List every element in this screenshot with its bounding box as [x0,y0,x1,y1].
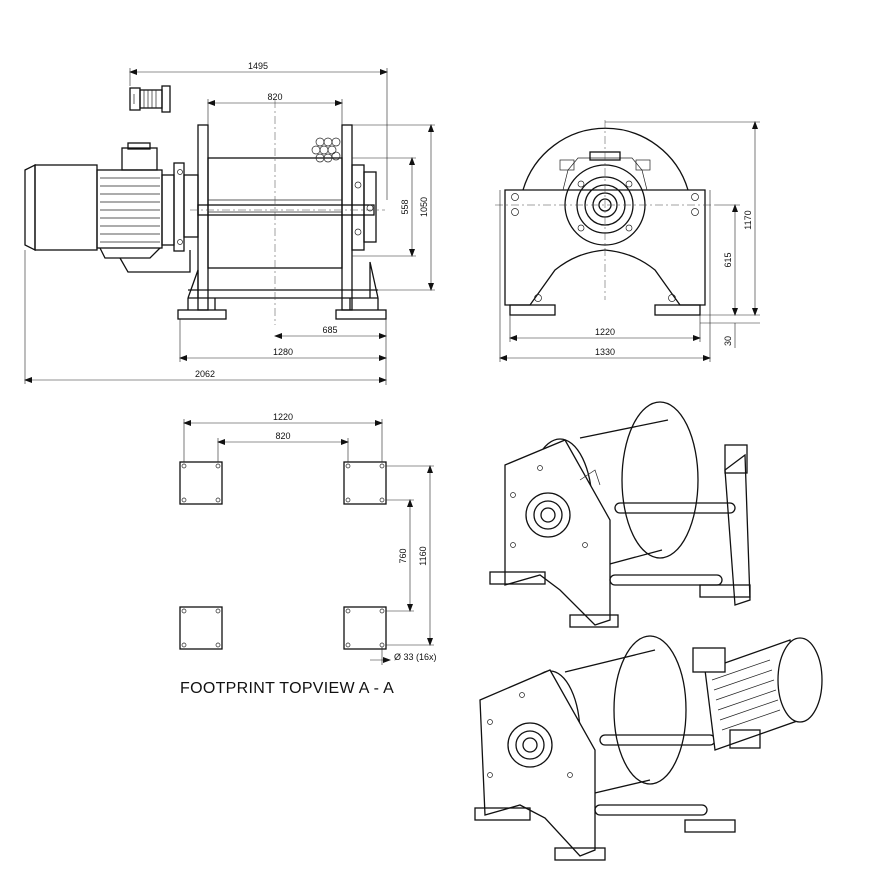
gearbox-detail [129,85,171,113]
dim-base-inner: 1220 [595,327,615,337]
foot-pad [343,461,387,505]
dim-footprint-depth-inner: 760 [398,548,408,563]
isometric-view-bottom [474,635,823,861]
dim-footprint-width-outer: 1220 [273,412,293,422]
dim-footprint-width-inner: 820 [275,431,290,441]
side-view: 1495 820 558 1050 685 1280 2062 [24,61,435,385]
dim-base-width: 1280 [273,347,293,357]
dim-drum-top: 820 [267,92,282,102]
dim-height-axis: 615 [723,252,733,267]
dim-base-right: 685 [322,325,337,335]
motor [24,142,191,273]
dim-holes: Ø 33 (16x) [394,652,437,662]
dim-flange-height: 1050 [419,197,429,217]
dim-height-total: 1170 [743,210,753,229]
isometric-view-top [489,401,751,628]
dim-overall-top: 1495 [248,61,268,71]
gear-flange [173,162,199,252]
foot-pad [343,606,387,650]
foot-pad [179,461,223,505]
foot-pad [179,606,223,650]
dim-drum-height: 558 [400,199,410,214]
side-dimensions: 1495 820 558 1050 685 1280 2062 [24,61,435,385]
footprint-view: 1220 820 760 1160 Ø 33 (16x) FOOTPRINT T… [179,412,437,697]
dim-overall-length: 2062 [195,369,215,379]
dim-foot-height: 30 [723,336,733,346]
footprint-dimensions: 1220 820 760 1160 Ø 33 (16x) [183,412,437,665]
mounting-holes [181,463,385,648]
dim-footprint-depth-outer: 1160 [418,546,428,565]
dim-base-outer: 1330 [595,347,615,357]
footprint-caption: FOOTPRINT TOPVIEW A - A [180,680,394,697]
front-view: 1170 615 30 1220 1330 [495,120,760,362]
drum-frame [177,100,387,325]
front-dimensions: 1170 615 30 1220 1330 [499,121,760,362]
